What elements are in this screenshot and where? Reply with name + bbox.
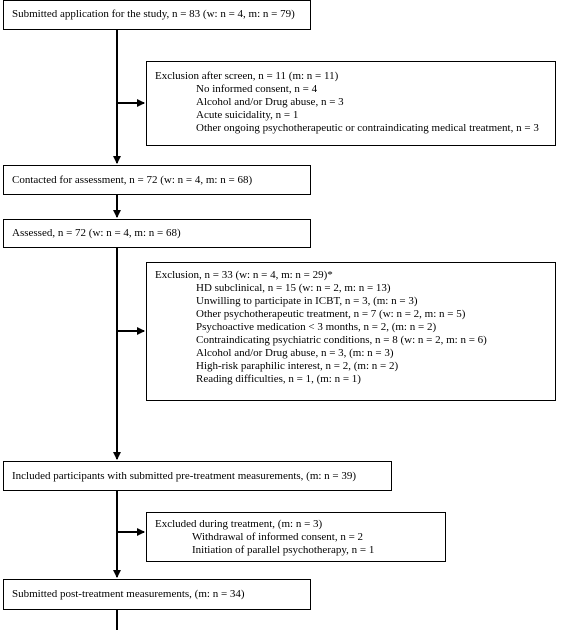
included-text: Included participants with submitted pre…	[12, 470, 357, 482]
box-exclusion-assessment: Exclusion, n = 33 (w: n = 4, m: n = 29)*…	[146, 262, 556, 401]
box-submitted-application: Submitted application for the study, n =…	[3, 0, 311, 30]
exclusion-assessment-item: HD subclinical, n = 15 (w: n = 2, m: n =…	[196, 282, 391, 294]
box-post-treatment: Submitted post-treatment measurements, (…	[3, 579, 311, 610]
exclusion-assessment-item: Psychoactive medication < 3 months, n = …	[196, 321, 437, 333]
exclusion-treatment-item: Withdrawal of informed consent, n = 2	[192, 531, 364, 543]
post-treatment-text: Submitted post-treatment measurements, (…	[12, 588, 245, 600]
exclusion-assessment-item: High-risk paraphilic interest, n = 2, (m…	[196, 360, 399, 372]
box-included-participants: Included participants with submitted pre…	[3, 461, 392, 491]
exclusion-assessment-item: Contraindicating psychiatric conditions,…	[196, 334, 487, 346]
contacted-text: Contacted for assessment, n = 72 (w: n =…	[12, 174, 253, 186]
assessed-text: Assessed, n = 72 (w: n = 4, m: n = 68)	[12, 227, 181, 239]
box-contacted-for-assessment: Contacted for assessment, n = 72 (w: n =…	[3, 165, 311, 195]
exclusion-assessment-item: Other psychotherapeutic treatment, n = 7…	[196, 308, 466, 320]
exclusion-screen-item: Alcohol and/or Drug abuse, n = 3	[196, 96, 344, 108]
submitted-application-text: Submitted application for the study, n =…	[12, 8, 295, 20]
exclusion-screen-item: Other ongoing psychotherapeutic or contr…	[196, 122, 539, 134]
box-excluded-during-treatment: Excluded during treatment, (m: n = 3) Wi…	[146, 512, 446, 562]
exclusion-screen-item: Acute suicidality, n = 1	[196, 109, 299, 121]
exclusion-screen-item: No informed consent, n = 4	[196, 83, 318, 95]
box-exclusion-after-screen: Exclusion after screen, n = 11 (m: n = 1…	[146, 61, 556, 146]
exclusion-treatment-title: Excluded during treatment, (m: n = 3)	[155, 518, 323, 530]
exclusion-assessment-title: Exclusion, n = 33 (w: n = 4, m: n = 29)*	[155, 269, 333, 281]
exclusion-treatment-item: Initiation of parallel psychotherapy, n …	[192, 544, 375, 556]
box-assessed: Assessed, n = 72 (w: n = 4, m: n = 68)	[3, 219, 311, 248]
exclusion-assessment-item: Alcohol and/or Drug abuse, n = 3, (m: n …	[196, 347, 394, 359]
exclusion-screen-title: Exclusion after screen, n = 11 (m: n = 1…	[155, 70, 339, 82]
exclusion-assessment-item: Reading difficulties, n = 1, (m: n = 1)	[196, 373, 361, 385]
exclusion-assessment-item: Unwilling to participate in ICBT, n = 3,…	[196, 295, 418, 307]
